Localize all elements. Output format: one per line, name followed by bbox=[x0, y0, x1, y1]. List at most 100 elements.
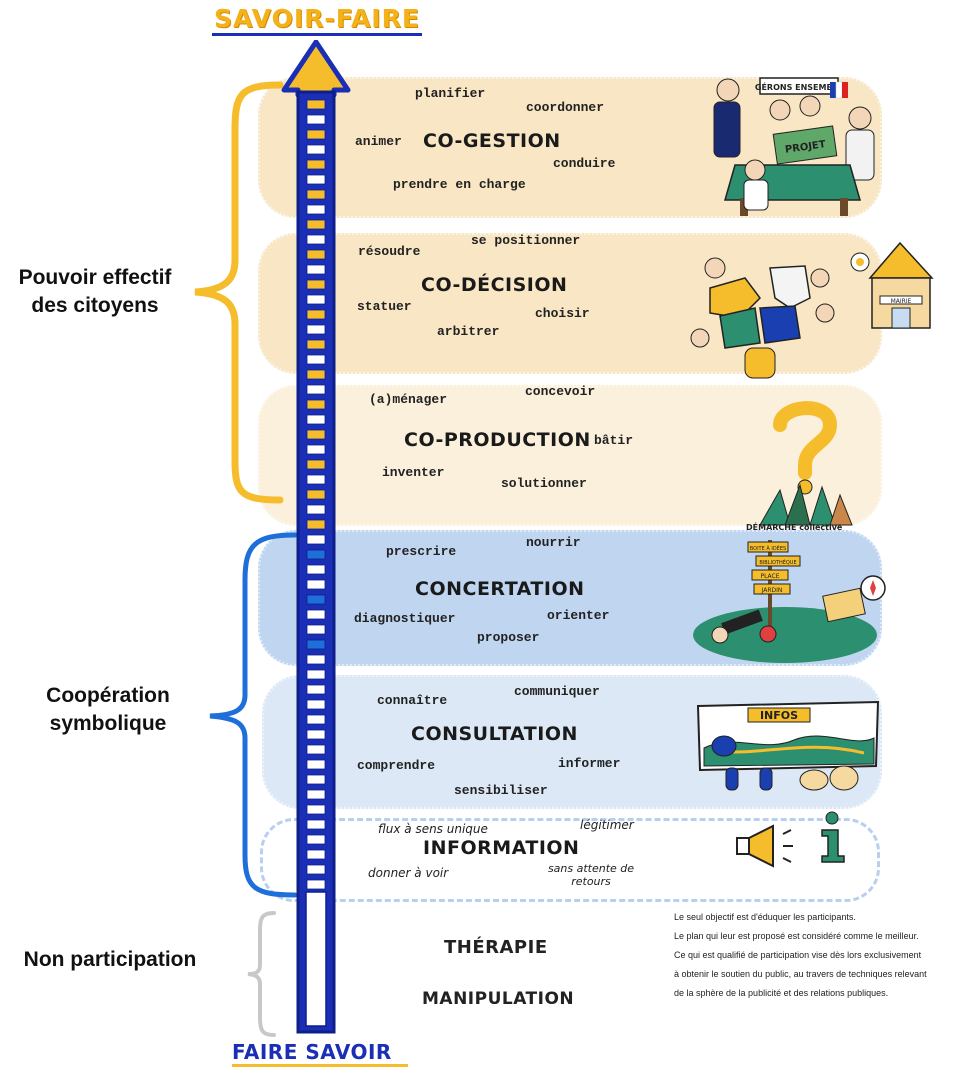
ladder-rung bbox=[306, 759, 326, 770]
coproduction-illustration: DÉMARCHE collective bbox=[746, 401, 853, 532]
verb: nourrir bbox=[526, 535, 581, 550]
ladder-rung bbox=[306, 354, 326, 365]
verb: connaître bbox=[377, 693, 448, 708]
ladder-rung bbox=[306, 879, 326, 890]
ladder-rung bbox=[306, 639, 326, 650]
description-line: Le seul objectif est d'éduquer les parti… bbox=[674, 912, 856, 922]
ladder-rung bbox=[306, 114, 326, 125]
verb: résoudre bbox=[358, 244, 421, 259]
ladder-rung bbox=[306, 774, 326, 785]
ladder-rung bbox=[306, 474, 326, 485]
ladder-rung bbox=[306, 624, 326, 635]
band-information bbox=[260, 818, 880, 902]
ladder-rung bbox=[306, 414, 326, 425]
verb: prescrire bbox=[386, 544, 457, 559]
verb: prendre en charge bbox=[393, 177, 526, 192]
ladder-rung bbox=[306, 699, 326, 710]
grey-brace bbox=[247, 911, 276, 1037]
ladder-rung bbox=[306, 384, 326, 395]
ladder-rung bbox=[306, 309, 326, 320]
ladder-rung bbox=[306, 264, 326, 275]
item-therapie: THÉRAPIE bbox=[444, 937, 548, 958]
ladder-rung bbox=[306, 249, 326, 260]
illustration-label: GÉRONS ENSEMBLE bbox=[755, 81, 843, 92]
ladder-rung bbox=[306, 489, 326, 500]
verb: se positionner bbox=[471, 233, 581, 248]
verb: diagnostiquer bbox=[354, 611, 456, 626]
verb: planifier bbox=[415, 86, 486, 101]
ladder-rung bbox=[306, 519, 326, 530]
ladder-rung bbox=[306, 429, 326, 440]
item-manipulation: MANIPULATION bbox=[422, 989, 575, 1009]
verb: bâtir bbox=[594, 433, 634, 448]
illustration-label: DÉMARCHE collective bbox=[746, 521, 843, 532]
group-label-pouvoir: Pouvoir effectif des citoyens bbox=[18, 266, 172, 317]
illustration-label: BOITE À IDÉES bbox=[750, 544, 786, 552]
verb: inventer bbox=[382, 465, 445, 480]
ladder-rung bbox=[306, 174, 326, 185]
verb: coordonner bbox=[526, 100, 605, 115]
ladder-rung bbox=[306, 444, 326, 455]
codecision-illustration: MAIRIE bbox=[690, 241, 934, 379]
central-arrow bbox=[281, 40, 351, 1034]
gold-brace bbox=[194, 81, 284, 504]
ladder-rung bbox=[306, 399, 326, 410]
verb: comprendre bbox=[357, 758, 436, 773]
verb: donner à voir bbox=[368, 866, 449, 880]
ladder-rung bbox=[306, 849, 326, 860]
illustration-label: JARDIN bbox=[761, 587, 783, 594]
illustration-label: MAIRIE bbox=[891, 298, 912, 305]
ladder-rung bbox=[306, 99, 326, 110]
description-line: de la sphère de la publicité et des rela… bbox=[674, 988, 889, 998]
verb: concevoir bbox=[525, 384, 596, 399]
ladder-rung bbox=[306, 279, 326, 290]
title-codecision: CO-DÉCISION bbox=[421, 274, 568, 296]
ladder-rung bbox=[306, 579, 326, 590]
band-codecision bbox=[258, 233, 882, 374]
description-line: à obtenir le soutien du public, au trave… bbox=[674, 969, 927, 979]
blue-brace bbox=[209, 532, 298, 898]
illustration-label: PLACE bbox=[760, 573, 779, 580]
ladder-rung bbox=[306, 234, 326, 245]
ladder-rung bbox=[306, 609, 326, 620]
ladder-rung bbox=[306, 294, 326, 305]
ladder-rung bbox=[306, 714, 326, 725]
verb: sans attente de retours bbox=[547, 862, 635, 888]
verb: orienter bbox=[547, 608, 610, 623]
concertation-illustration: BOITE À IDÉES BIBLIOTHÈQUE PLACE JARDIN bbox=[693, 540, 886, 663]
ladder-rung bbox=[306, 819, 326, 830]
verb: solutionner bbox=[501, 476, 587, 491]
verb: sensibiliser bbox=[454, 783, 548, 798]
ladder-rung bbox=[306, 834, 326, 845]
title-coproduction: CO-PRODUCTION bbox=[404, 429, 591, 451]
ladder-rung bbox=[306, 654, 326, 665]
consultation-illustration: INFOS bbox=[696, 700, 880, 791]
ladder-rung bbox=[306, 789, 326, 800]
verb: choisir bbox=[535, 306, 590, 321]
title-cogestion: CO-GESTION bbox=[423, 130, 561, 152]
ladder-rung bbox=[306, 129, 326, 140]
illustration-label: INFOS bbox=[760, 709, 798, 722]
ladder-rung bbox=[306, 369, 326, 380]
verb: arbitrer bbox=[437, 324, 500, 339]
group-label-cooperation: Coopération symbolique bbox=[46, 684, 170, 735]
verb: conduire bbox=[553, 156, 616, 171]
description-line: Ce qui est qualifié de participation vis… bbox=[674, 950, 922, 960]
ladder-rung bbox=[306, 459, 326, 470]
title-consultation: CONSULTATION bbox=[411, 723, 578, 745]
ladder-rung bbox=[306, 684, 326, 695]
cogestion-illustration: GÉRONS ENSEMBLE PROJET bbox=[713, 77, 875, 216]
verb: (a)ménager bbox=[369, 392, 448, 407]
verb: légitimer bbox=[580, 818, 634, 832]
ladder-rung bbox=[306, 189, 326, 200]
ladder-rung bbox=[306, 564, 326, 575]
non-participation-description: Le seul objectif est d'éduquer les parti… bbox=[674, 908, 952, 1003]
ladder-rung bbox=[306, 804, 326, 815]
group-label-non-participation: Non participation bbox=[23, 948, 197, 971]
verb: statuer bbox=[357, 299, 412, 314]
ladder-rung bbox=[306, 744, 326, 755]
verb: flux à sens unique bbox=[378, 822, 488, 836]
ladder-rung bbox=[306, 729, 326, 740]
top-title-underline bbox=[212, 33, 422, 36]
megaphone-icon bbox=[736, 824, 793, 868]
